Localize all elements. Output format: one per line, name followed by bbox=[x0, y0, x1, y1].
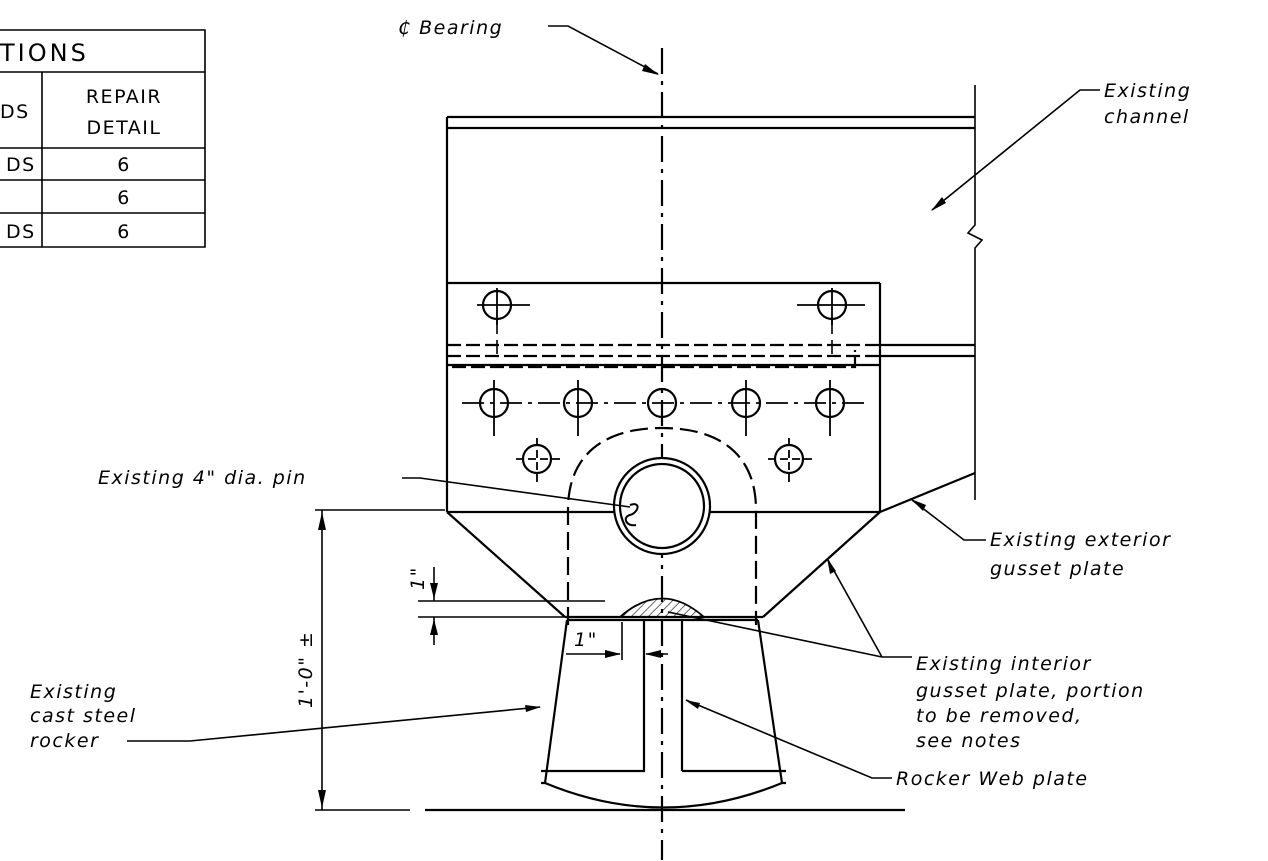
table-row-1-detail: 6 bbox=[117, 154, 131, 176]
overall-height-dim: 1'-0" ± bbox=[295, 631, 317, 708]
interior-gusset-outline bbox=[566, 426, 758, 625]
interior-gusset-label-2: gusset plate, portion bbox=[916, 680, 1145, 702]
cast-steel-rocker bbox=[541, 618, 786, 809]
rocker-label-1: Existing bbox=[30, 681, 117, 703]
bolt-hole bbox=[730, 380, 762, 436]
gusset-removal-portion bbox=[617, 597, 707, 618]
rocker-label-2: cast steel bbox=[30, 705, 136, 727]
annotations: ₵ Bearing Existing channel Existing 4" d… bbox=[30, 17, 1191, 790]
existing-channel-label-1: Existing bbox=[1104, 80, 1191, 102]
table-header-col1: DS bbox=[0, 101, 30, 123]
table-row-1-col1: DS bbox=[6, 154, 36, 176]
table-header-detail: DETAIL bbox=[87, 117, 162, 139]
web-plate-label: Rocker Web plate bbox=[896, 768, 1089, 790]
bolt-hole bbox=[516, 438, 560, 482]
existing-channel-label-2: channel bbox=[1104, 106, 1190, 128]
bolt-hole bbox=[478, 380, 510, 436]
bolt-hole bbox=[768, 438, 812, 482]
bolt-hole bbox=[562, 380, 594, 436]
bolt-hole bbox=[477, 288, 530, 325]
exterior-gusset-label-1: Existing exterior bbox=[990, 529, 1171, 551]
interior-gusset-label-3: to be removed, bbox=[916, 705, 1083, 727]
bolt-hole bbox=[646, 387, 678, 419]
exterior-gusset-plate bbox=[446, 471, 976, 619]
bolt-hole bbox=[814, 380, 846, 436]
table-title: TIONS bbox=[0, 39, 89, 67]
horizontal-1in-dim: 1" bbox=[574, 629, 598, 651]
existing-channel bbox=[445, 85, 984, 512]
table-row-3-col1: DS bbox=[6, 221, 36, 243]
exterior-gusset-label-2: gusset plate bbox=[990, 558, 1125, 580]
pin-label: Existing 4" dia. pin bbox=[98, 467, 307, 489]
bearing-centerline-label: ₵ Bearing bbox=[398, 17, 503, 39]
rocker-label-3: rocker bbox=[30, 730, 99, 752]
interior-gusset-label-4: see notes bbox=[916, 730, 1022, 752]
vertical-1in-dim: 1" bbox=[407, 566, 429, 590]
table-header-repair: REPAIR bbox=[86, 86, 162, 108]
dimension-lines: 1'-0" ± 1" 1" bbox=[295, 509, 668, 811]
hidden-lines bbox=[447, 320, 880, 369]
bolt-hole bbox=[797, 288, 865, 325]
interior-gusset-label-1: Existing interior bbox=[916, 653, 1092, 675]
bolt-holes bbox=[462, 288, 866, 482]
table-row-3-detail: 6 bbox=[117, 221, 131, 243]
table-row-2-detail: 6 bbox=[117, 187, 131, 209]
repair-locations-table: TIONS DS REPAIR DETAIL DS 6 6 DS 6 bbox=[0, 29, 206, 248]
